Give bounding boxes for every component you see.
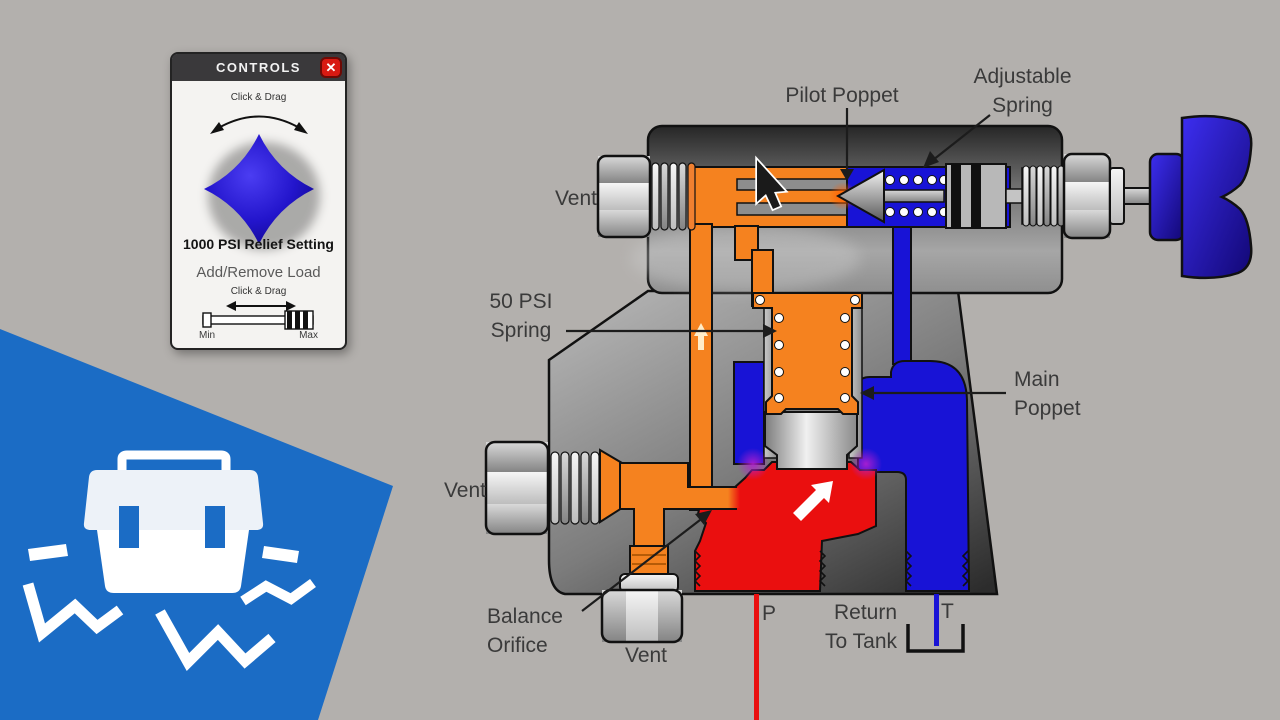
pressure-port-line	[754, 594, 759, 720]
vent-tee-passage	[619, 462, 737, 547]
flow-arrow	[793, 481, 833, 521]
top-vent-fitting	[596, 154, 696, 239]
pilot-spool-lower	[736, 202, 848, 216]
label-vent-bottom: Vent	[624, 644, 668, 667]
pilot-spool-upper	[736, 178, 848, 191]
vent-hex-nut-left	[484, 440, 550, 536]
vent-drop-channel	[689, 223, 713, 511]
label-port-t: T	[941, 600, 954, 623]
vent-hex-nut-top	[596, 154, 652, 239]
slider-hint-arrow	[226, 301, 296, 311]
balance-orifice-junction	[728, 488, 740, 508]
load-hint: Click & Drag	[230, 286, 287, 297]
load-slider-handle[interactable]	[284, 310, 314, 330]
annotation-arrowheads	[695, 151, 939, 525]
knob-shaft	[1123, 187, 1153, 205]
slider-max-label: Max	[299, 330, 318, 341]
label-vent-top: Vent	[554, 187, 597, 210]
vent-hex-nut-bottom	[600, 588, 684, 644]
pilot-poppet-stem	[883, 189, 945, 203]
tank-port-line	[934, 594, 939, 646]
knob-washer	[1109, 167, 1125, 225]
label-pilot-poppet: Pilot Poppet	[785, 84, 899, 107]
controls-graphics	[202, 115, 320, 330]
label-vent-mid: Vent	[443, 479, 486, 502]
tank-symbol	[906, 624, 965, 653]
load-slider[interactable]	[202, 310, 314, 330]
close-button[interactable]: ✕	[320, 57, 342, 78]
pilot-stage	[689, 114, 1253, 511]
adjustable-spring-coils	[885, 175, 949, 217]
toolbox-icon	[22, 450, 316, 672]
controls-title: CONTROLS	[172, 54, 345, 81]
main-stage	[694, 226, 971, 592]
rotate-hint-arrow	[210, 115, 308, 134]
port-threads	[693, 550, 970, 587]
pilot-poppet-cone	[835, 168, 885, 224]
mouse-cursor	[755, 155, 789, 212]
adjusting-screw	[1021, 165, 1065, 227]
relief-adjust-knob[interactable]	[204, 134, 314, 244]
load-label: Add/Remove Load	[196, 264, 321, 281]
seat-glow-left	[737, 448, 769, 480]
vent-threads-left	[550, 451, 600, 525]
vent-flow-arrow	[694, 323, 708, 350]
controls-panel: CONTROLS ✕	[170, 52, 347, 350]
slider-min-label: Min	[199, 330, 216, 341]
return-channel	[892, 226, 912, 365]
relief-setting-readout: 1000 PSI Relief Setting	[183, 236, 334, 252]
vent-threads-top	[651, 162, 696, 231]
seat-glow-right	[850, 448, 882, 480]
adjustment-knob-handle	[1148, 114, 1253, 280]
ports	[693, 550, 970, 720]
jam-nut	[1062, 152, 1112, 240]
main-spring-chamber	[752, 292, 863, 415]
bottom-vent-assembly	[484, 440, 740, 644]
annotation-arrows	[566, 108, 1006, 612]
lunchbox-logo	[0, 329, 393, 720]
main-spring-coils	[755, 295, 860, 403]
label-port-p: P	[762, 602, 777, 625]
knob-hint: Click & Drag	[230, 92, 287, 103]
main-poppet-shape	[764, 411, 858, 470]
close-icon: ✕	[325, 60, 337, 75]
